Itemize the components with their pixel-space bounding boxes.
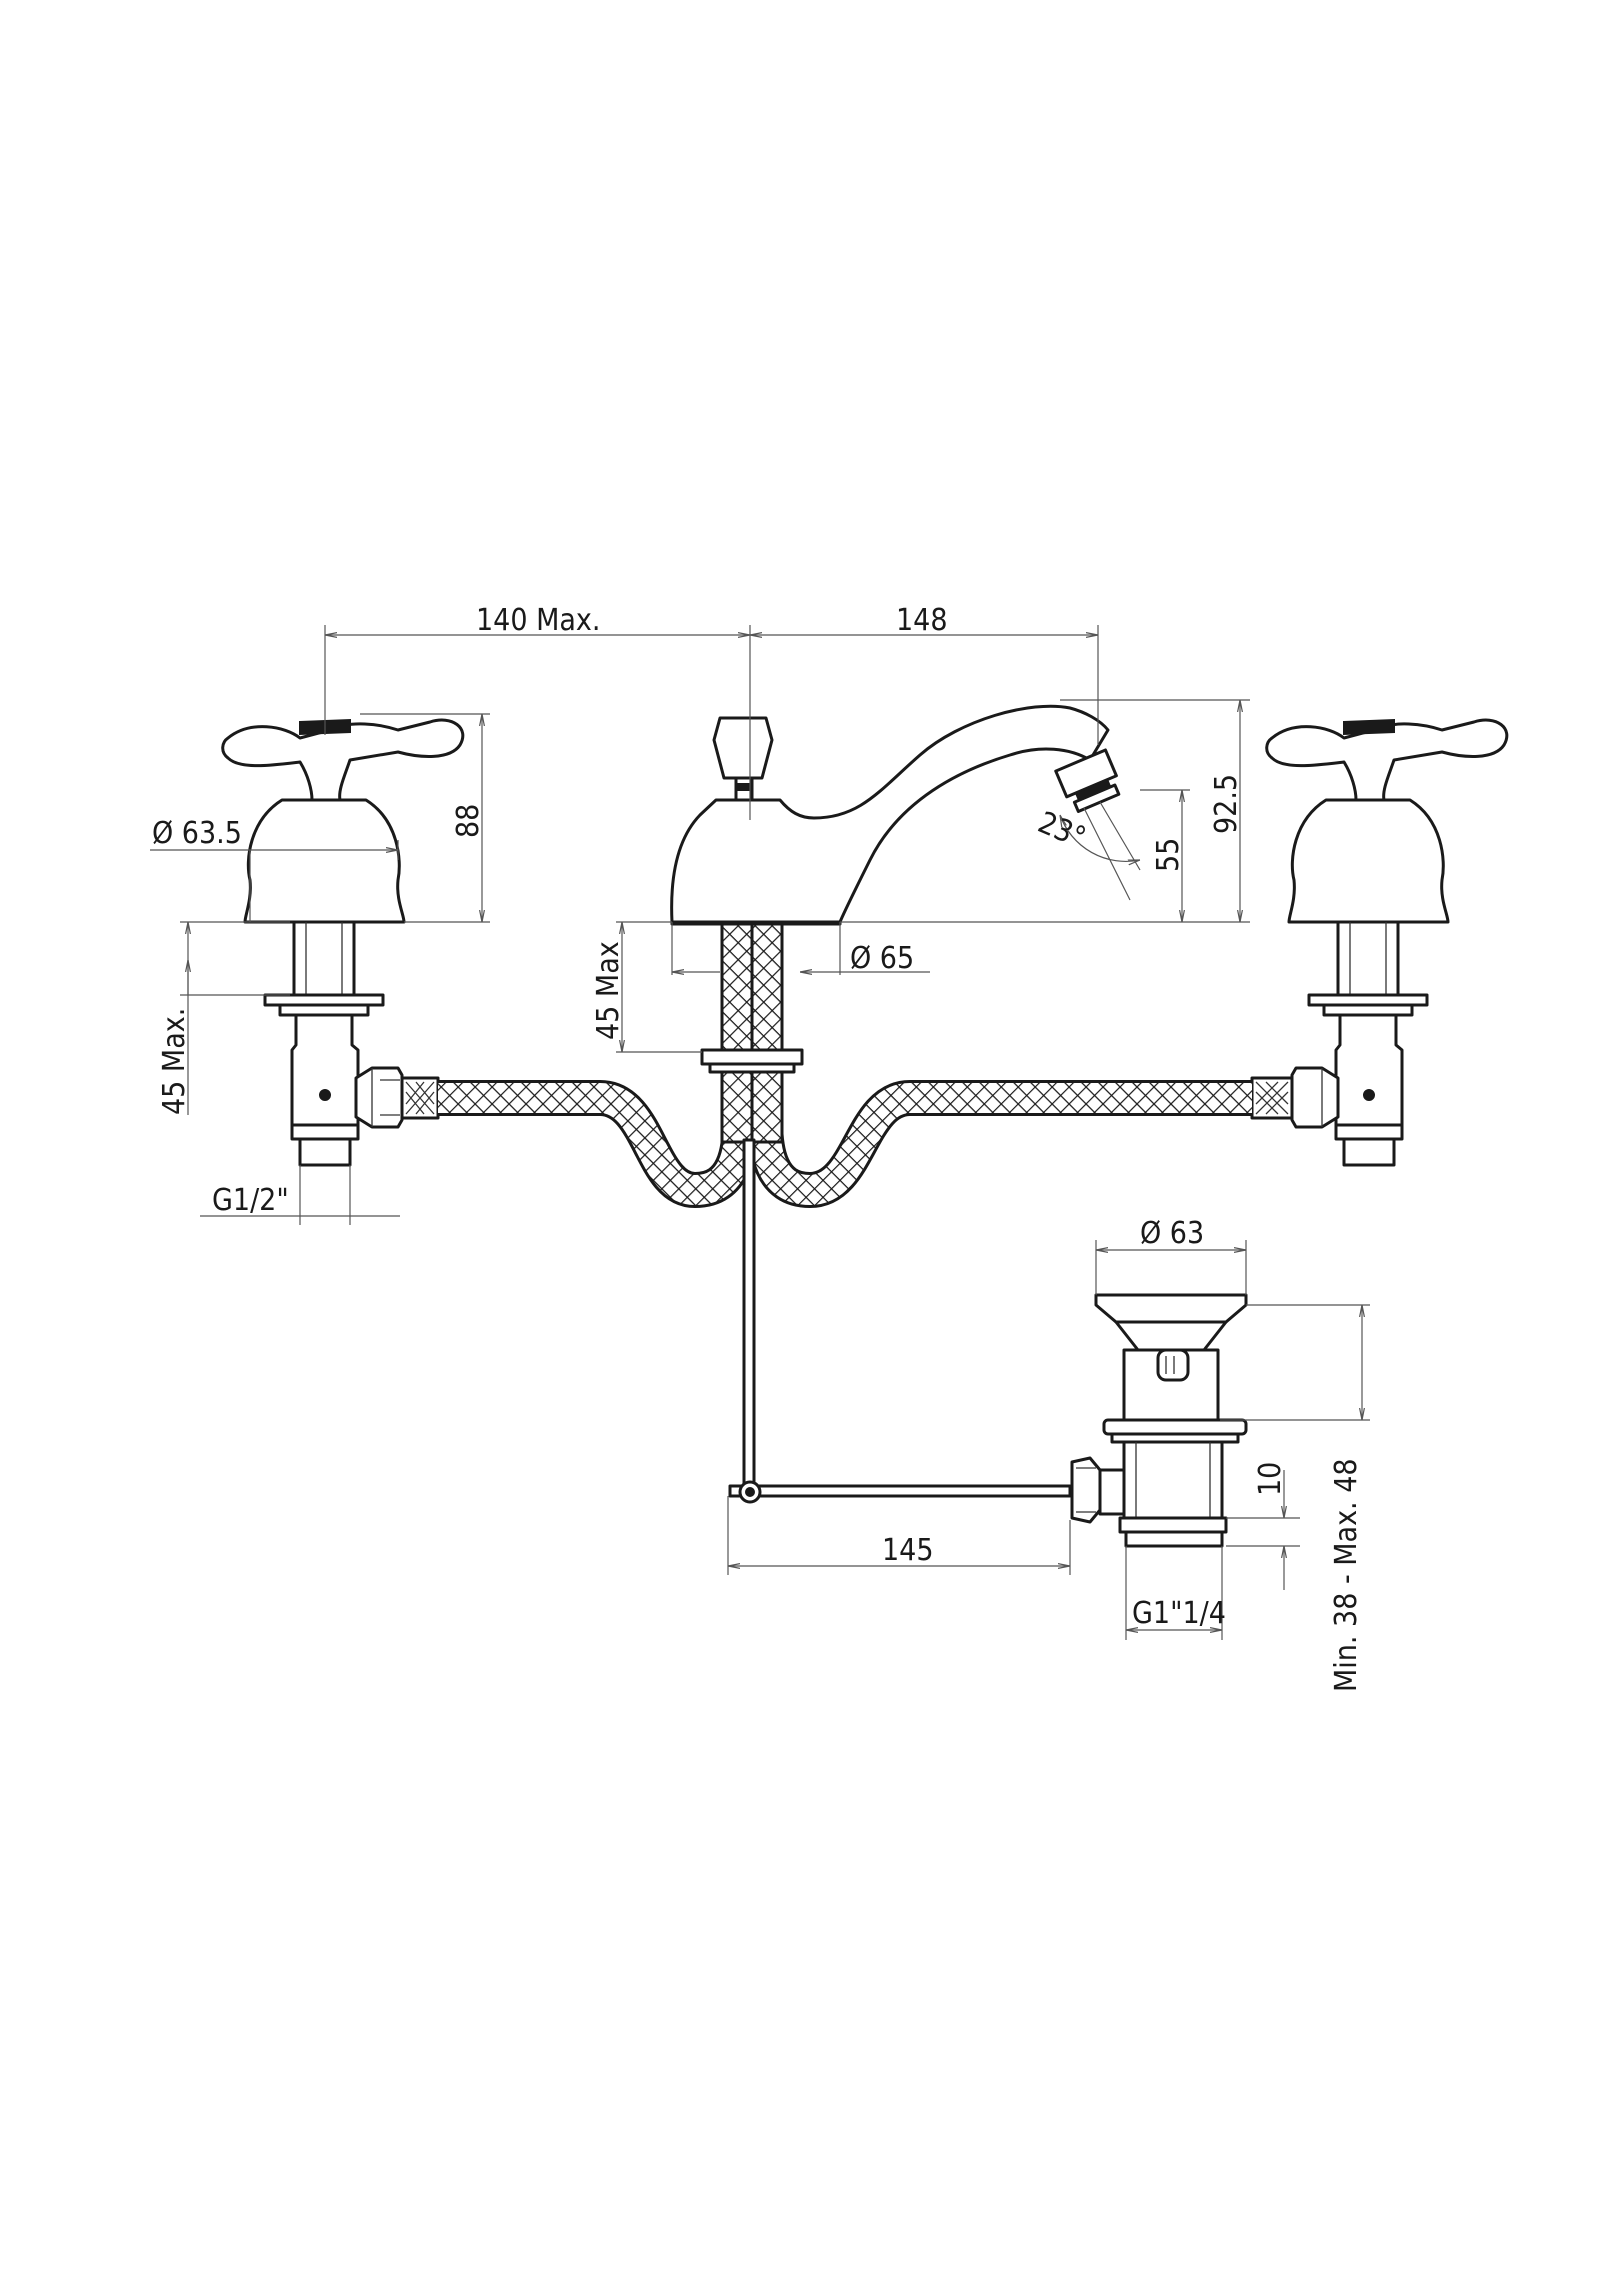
label-waste-diameter: Ø 63 xyxy=(1140,1216,1204,1251)
label-spout-height: 92.5 xyxy=(1209,774,1244,834)
label-valve-thread: G1/2" xyxy=(212,1183,289,1218)
pop-up-waste xyxy=(1070,1293,1248,1548)
right-lower-body xyxy=(1334,1013,1404,1127)
dimension-lines xyxy=(150,625,1370,1640)
label-outlet-height: 55 xyxy=(1151,838,1186,872)
label-spout-thickness: 45 Max xyxy=(591,941,626,1040)
spout-base xyxy=(670,920,842,926)
left-lower-body xyxy=(290,1013,360,1127)
label-waste-thread: G1"1/4 xyxy=(1132,1596,1226,1631)
left-thread xyxy=(298,1137,352,1167)
right-valve xyxy=(1250,718,1509,1167)
drain-rod xyxy=(728,1138,1072,1504)
label-spout-angle: 23° xyxy=(1033,805,1091,856)
waste-cone xyxy=(1114,1320,1228,1352)
popup-knob xyxy=(712,716,774,780)
right-stem xyxy=(1336,920,1400,999)
left-hose-nut xyxy=(354,1066,404,1129)
label-handle-height: 88 xyxy=(451,804,486,838)
right-bell-body xyxy=(1287,798,1450,924)
rod-horizontal xyxy=(728,1484,1072,1498)
left-valve xyxy=(221,718,465,1167)
label-handle-base-diameter: Ø 63.5 xyxy=(152,816,242,851)
center-hose-left xyxy=(720,920,754,1144)
rod-vertical xyxy=(742,1138,756,1492)
overflow-slot xyxy=(1156,1348,1190,1382)
hoses xyxy=(438,920,1252,1208)
right-hose-nut xyxy=(1290,1066,1340,1129)
spout-body xyxy=(670,704,1110,924)
waste-flange xyxy=(1094,1293,1248,1324)
right-thread xyxy=(1342,1137,1396,1167)
mount-nut xyxy=(700,1048,804,1066)
label-waste-range: Min. 38 - Max. 48 xyxy=(1329,1458,1364,1692)
waste-nut xyxy=(1102,1418,1248,1436)
label-rod-length: 145 xyxy=(882,1533,934,1568)
waste-thread xyxy=(1124,1530,1224,1548)
center-hose-right xyxy=(750,920,784,1144)
waste-tail xyxy=(1122,1440,1224,1520)
spout xyxy=(670,704,1141,926)
label-valve-thickness: 45 Max. xyxy=(157,1008,192,1115)
label-handle-reach: 140 Max. xyxy=(476,603,600,638)
label-waste-offset: 10 xyxy=(1253,1462,1288,1496)
label-spout-base-diameter: Ø 65 xyxy=(850,941,914,976)
right-handle-cap xyxy=(1343,718,1395,736)
left-stem xyxy=(292,920,356,999)
label-spout-reach: 148 xyxy=(896,603,948,638)
left-bell-body xyxy=(243,798,406,924)
